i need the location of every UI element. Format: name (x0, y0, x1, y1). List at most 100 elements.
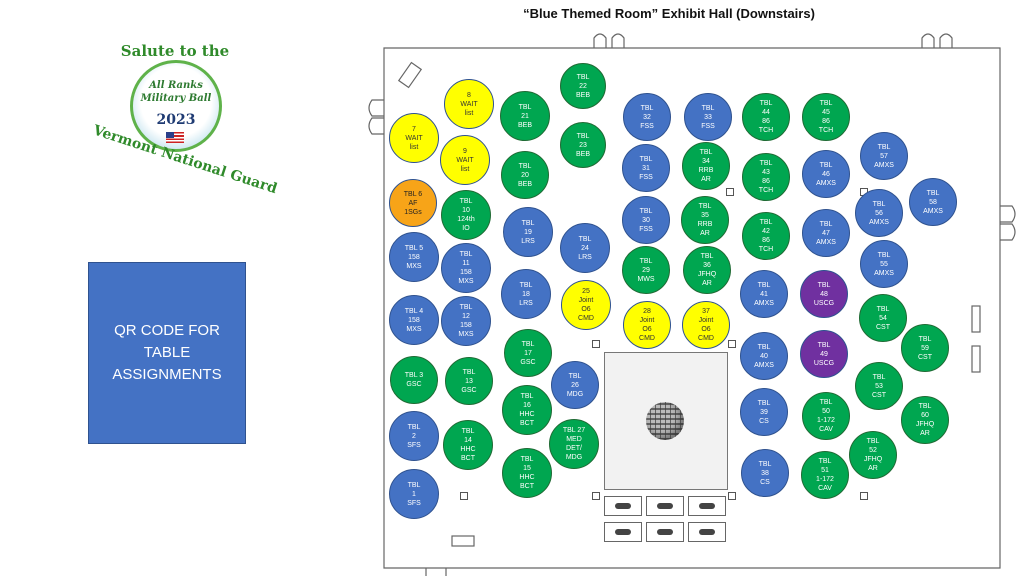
table-7[interactable]: 7 WAIT list (389, 113, 439, 163)
table-3[interactable]: TBL 3 GSC (390, 356, 438, 404)
table-12[interactable]: TBL 12 158 MXS (441, 296, 491, 346)
table-27[interactable]: TBL 27 MED DET/ MDG (549, 419, 599, 469)
stage-block (646, 522, 684, 542)
table-54[interactable]: TBL 54 CST (859, 294, 907, 342)
table-label: TBL 34 RRB AR (698, 149, 714, 183)
table-2[interactable]: TBL 2 SFS (389, 411, 439, 461)
table-label: 8 WAIT list (460, 91, 478, 117)
table-45[interactable]: TBL 45 86 TCH (802, 93, 850, 141)
pillar (728, 340, 736, 348)
table-33[interactable]: TBL 33 FSS (684, 93, 732, 141)
table-label: TBL 17 GSC (520, 340, 536, 366)
table-label: TBL 36 JFHQ AR (697, 253, 717, 287)
table-20[interactable]: TBL 20 BEB (501, 151, 549, 199)
table-11[interactable]: TBL 11 158 MXS (441, 243, 491, 293)
table-30[interactable]: TBL 30 FSS (622, 196, 670, 244)
table-label: TBL 54 CST (876, 305, 890, 331)
table-58[interactable]: TBL 58 AMXS (909, 178, 957, 226)
table-10[interactable]: TBL 10 124th IO (441, 190, 491, 240)
stage-block (646, 496, 684, 516)
table-44[interactable]: TBL 44 86 TCH (742, 93, 790, 141)
table-1[interactable]: TBL 1 SFS (389, 469, 439, 519)
table-31[interactable]: TBL 31 FSS (622, 144, 670, 192)
table-label: TBL 42 86 TCH (758, 219, 774, 253)
table-37[interactable]: 37 Joint O6 CMD (682, 301, 730, 349)
table-label: TBL 47 AMXS (816, 220, 836, 246)
table-label: TBL 38 CS (758, 460, 772, 486)
table-46[interactable]: TBL 46 AMXS (802, 150, 850, 198)
table-48[interactable]: TBL 48 USCG (800, 270, 848, 318)
table-38[interactable]: TBL 38 CS (741, 449, 789, 497)
table-5[interactable]: TBL 5 158 MXS (389, 232, 439, 282)
table-34[interactable]: TBL 34 RRB AR (682, 142, 730, 190)
table-55[interactable]: TBL 55 AMXS (860, 240, 908, 288)
table-42[interactable]: TBL 42 86 TCH (742, 212, 790, 260)
table-6[interactable]: TBL 6 AF 1SGs (389, 179, 437, 227)
table-28[interactable]: 28 Joint O6 CMD (623, 301, 671, 349)
table-32[interactable]: TBL 32 FSS (623, 93, 671, 141)
table-label: TBL 46 AMXS (816, 161, 836, 187)
table-label: TBL 6 AF 1SGs (403, 190, 423, 216)
table-23[interactable]: TBL 23 BEB (560, 122, 606, 168)
table-16[interactable]: TBL 16 HHC BCT (502, 385, 552, 435)
table-43[interactable]: TBL 43 86 TCH (742, 153, 790, 201)
table-4[interactable]: TBL 4 158 MXS (389, 295, 439, 345)
table-17[interactable]: TBL 17 GSC (504, 329, 552, 377)
table-21[interactable]: TBL 21 BEB (500, 91, 550, 141)
flag-icon (166, 132, 184, 143)
table-9[interactable]: 9 WAIT list (440, 135, 490, 185)
table-15[interactable]: TBL 15 HHC BCT (502, 448, 552, 498)
table-label: TBL 39 CS (757, 399, 771, 425)
stage-block (688, 496, 726, 516)
table-label: TBL 55 AMXS (874, 251, 894, 277)
table-19[interactable]: TBL 19 LRS (503, 207, 553, 257)
table-56[interactable]: TBL 56 AMXS (855, 189, 903, 237)
table-label: TBL 5 158 MXS (404, 244, 424, 270)
table-label: TBL 45 86 TCH (818, 100, 834, 134)
table-41[interactable]: TBL 41 AMXS (740, 270, 788, 318)
table-label: TBL 43 86 TCH (758, 160, 774, 194)
table-8[interactable]: 8 WAIT list (444, 79, 494, 129)
page-title: “Blue Themed Room” Exhibit Hall (Downsta… (523, 6, 815, 21)
table-50[interactable]: TBL 50 1-172 CAV (802, 392, 850, 440)
table-52[interactable]: TBL 52 JFHQ AR (849, 431, 897, 479)
table-53[interactable]: TBL 53 CST (855, 362, 903, 410)
table-36[interactable]: TBL 36 JFHQ AR (683, 246, 731, 294)
table-22[interactable]: TBL 22 BEB (560, 63, 606, 109)
table-label: TBL 26 MDG (566, 372, 584, 398)
table-40[interactable]: TBL 40 AMXS (740, 332, 788, 380)
table-49[interactable]: TBL 49 USCG (800, 330, 848, 378)
table-label: TBL 12 158 MXS (458, 304, 474, 338)
pillar (460, 492, 468, 500)
table-14[interactable]: TBL 14 HHC BCT (443, 420, 493, 470)
table-35[interactable]: TBL 35 RRB AR (681, 196, 729, 244)
table-57[interactable]: TBL 57 AMXS (860, 132, 908, 180)
table-59[interactable]: TBL 59 CST (901, 324, 949, 372)
logo-top-text: Salute to the (120, 42, 230, 60)
table-label: TBL 27 MED DET/ MDG (562, 427, 586, 461)
table-label: TBL 57 AMXS (874, 143, 894, 169)
table-label: TBL 58 AMXS (923, 189, 943, 215)
pillar (726, 188, 734, 196)
table-label: TBL 15 HHC BCT (519, 456, 535, 490)
table-label: TBL 19 LRS (521, 219, 535, 245)
table-label: TBL 3 GSC (404, 372, 424, 388)
table-label: TBL 4 158 MXS (404, 307, 424, 333)
table-label: TBL 41 AMXS (754, 281, 774, 307)
table-51[interactable]: TBL 51 1-172 CAV (801, 451, 849, 499)
pillar (860, 492, 868, 500)
table-47[interactable]: TBL 47 AMXS (802, 209, 850, 257)
table-18[interactable]: TBL 18 LRS (501, 269, 551, 319)
table-26[interactable]: TBL 26 MDG (551, 361, 599, 409)
table-25[interactable]: 25 Joint O6 CMD (561, 280, 611, 330)
table-29[interactable]: TBL 29 MWS (622, 246, 670, 294)
qr-code-placeholder[interactable]: QR CODE FOR TABLE ASSIGNMENTS (88, 262, 246, 444)
table-label: TBL 30 FSS (639, 207, 653, 233)
qr-code-label: QR CODE FOR TABLE ASSIGNMENTS (112, 322, 222, 383)
table-60[interactable]: TBL 60 JFHQ AR (901, 396, 949, 444)
table-39[interactable]: TBL 39 CS (740, 388, 788, 436)
table-24[interactable]: TBL 24 LRS (560, 223, 610, 273)
table-13[interactable]: TBL 13 GSC (445, 357, 493, 405)
pillar (592, 492, 600, 500)
